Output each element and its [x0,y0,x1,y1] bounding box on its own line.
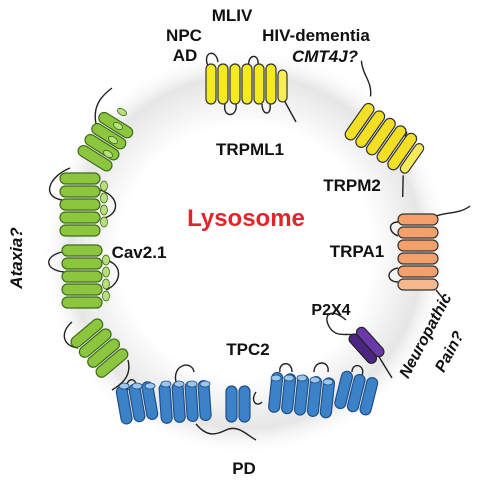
npc-label: NPC [166,26,202,45]
cav21-label: Cav2.1 [112,243,167,262]
p2x4-channel [326,312,393,379]
trpm2-channel [344,60,425,198]
lysosome-label: Lysosome [187,205,305,232]
trpml1-channel [205,52,297,123]
cmt4j-label: CMT4J? [292,47,359,66]
tpc2-label: TPC2 [226,340,269,359]
cav21-channel [48,87,134,391]
ataxia-label: Ataxia? [7,227,26,290]
p2x4-label: P2X4 [311,302,350,319]
pd-label: PD [232,459,256,478]
trpa1-label: TRPA1 [330,242,384,261]
mliv-label: MLIV [212,6,253,25]
trpm2-label: TRPM2 [323,176,381,195]
trpa1-channel [388,205,471,303]
tpc2-channel [115,362,379,441]
trpml1-label: TRPML1 [216,140,284,159]
lysosome-halo [41,47,451,457]
hiv-dementia-label: HIV-dementia [262,26,370,45]
ad-label: AD [173,46,198,65]
pain-label: Pain? [432,328,468,375]
